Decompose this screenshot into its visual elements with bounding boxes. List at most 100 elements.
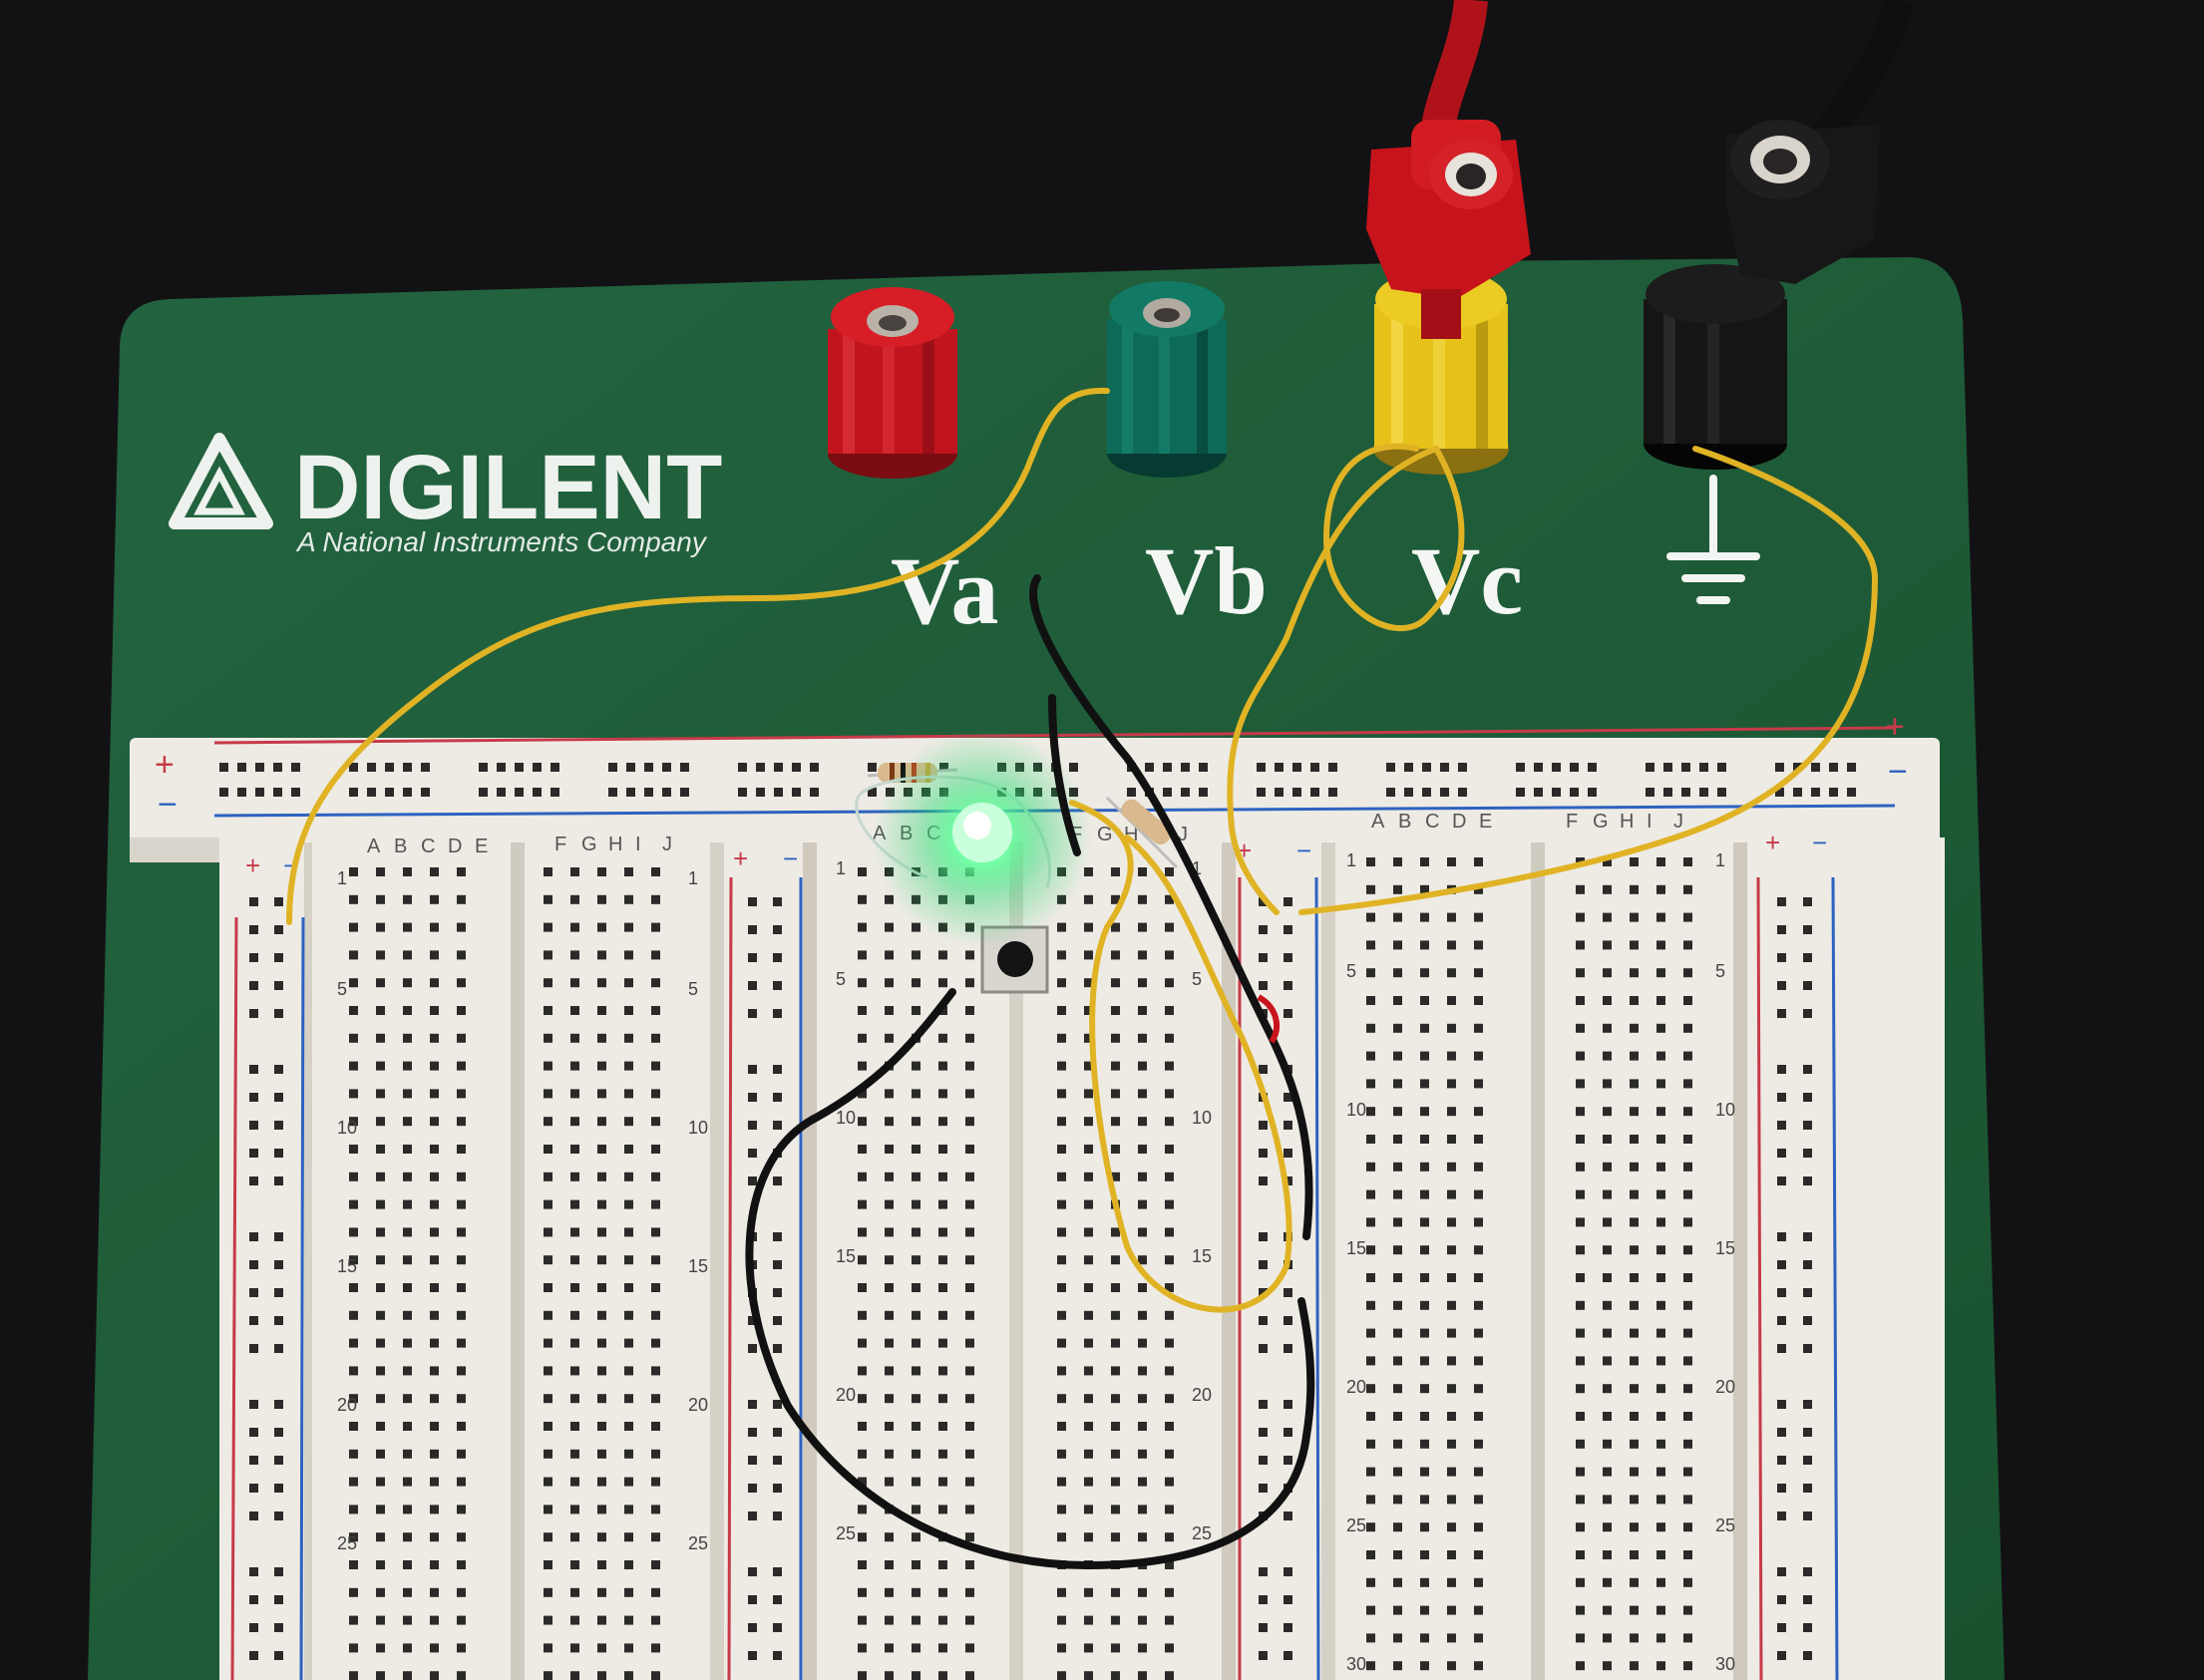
breadboard-hole xyxy=(1630,1467,1639,1477)
binding-post-green[interactable] xyxy=(1107,281,1227,478)
breadboard-hole xyxy=(570,1643,579,1653)
breadboard-hole xyxy=(965,1283,974,1292)
breadboard-hole xyxy=(1111,922,1120,932)
breadboard-hole xyxy=(1165,1145,1174,1154)
column-letter: G xyxy=(1097,824,1113,845)
rail-hole xyxy=(1259,1428,1268,1437)
breadboard-hole xyxy=(651,1587,660,1597)
breadboard-hole xyxy=(1576,1079,1585,1089)
breadboard-hole xyxy=(430,1449,439,1459)
breadboard-hole xyxy=(1576,1273,1585,1282)
breadboard-hole xyxy=(965,1061,974,1071)
breadboard-hole xyxy=(1576,912,1585,922)
rail-hole xyxy=(1181,763,1190,772)
breadboard-hole xyxy=(858,1477,867,1487)
rail-hole xyxy=(274,1260,283,1269)
breadboard-hole xyxy=(1393,1328,1402,1338)
breadboard-hole xyxy=(912,1172,920,1181)
digilent-logo-icon xyxy=(169,433,273,529)
breadboard-hole xyxy=(651,950,660,960)
breadboard-hole xyxy=(1111,1477,1120,1487)
rail-hole xyxy=(1458,788,1467,797)
breadboard-hole xyxy=(1111,1366,1120,1376)
breadboard-hole xyxy=(1138,1532,1147,1542)
breadboard-hole xyxy=(624,1615,633,1625)
breadboard-hole xyxy=(376,1089,385,1099)
breadboard-hole xyxy=(430,1477,439,1487)
column-letter: F xyxy=(1566,811,1578,833)
breadboard-hole xyxy=(457,1117,466,1127)
breadboard-hole xyxy=(1603,912,1612,922)
terminal-label-va: Va xyxy=(891,537,999,644)
breadboard-hole xyxy=(1165,1560,1174,1569)
breadboard-hole xyxy=(651,1006,660,1015)
breadboard-hole xyxy=(651,1061,660,1071)
breadboard-hole xyxy=(430,1310,439,1320)
column-letter: J xyxy=(662,834,672,855)
black-wire-va xyxy=(1029,574,1313,1240)
breadboard-hole xyxy=(544,894,552,904)
breadboard-hole xyxy=(570,1033,579,1043)
breadboard-hole xyxy=(1474,1107,1483,1117)
breadboard-hole xyxy=(1393,1439,1402,1449)
binding-post-red[interactable] xyxy=(828,287,957,479)
row-number: 1 xyxy=(1346,850,1356,870)
red-banana-plug xyxy=(1366,120,1531,339)
breadboard-hole xyxy=(1656,1217,1665,1227)
row-number: 20 xyxy=(337,1395,357,1415)
breadboard-hole xyxy=(597,1532,606,1542)
rail-hole xyxy=(748,1400,757,1409)
breadboard-hole xyxy=(1656,1495,1665,1505)
breadboard-hole xyxy=(1630,1135,1639,1144)
rail-hole xyxy=(1803,1316,1812,1325)
breadboard-hole xyxy=(651,1117,660,1127)
breadboard-hole xyxy=(1656,1328,1665,1338)
breadboard-hole xyxy=(1393,1107,1402,1117)
breadboard-hole xyxy=(1111,1643,1120,1653)
breadboard-hole xyxy=(457,1061,466,1071)
breadboard-hole xyxy=(938,1422,947,1431)
breadboard-hole xyxy=(1420,1245,1429,1255)
rail-hole xyxy=(773,925,782,934)
breadboard-hole xyxy=(938,1366,947,1376)
row-number: 5 xyxy=(836,969,846,989)
breadboard-hole xyxy=(938,1089,947,1099)
breadboard-hole xyxy=(1656,1384,1665,1394)
breadboard-hole xyxy=(1603,1023,1612,1033)
rail-hole xyxy=(1534,788,1543,797)
yellow-wire-loop xyxy=(1069,800,1292,1313)
breadboard-hole xyxy=(1138,1422,1147,1431)
breadboard-hole xyxy=(1656,1577,1665,1587)
breadboard-hole xyxy=(1576,1467,1585,1477)
rail-hole xyxy=(1663,788,1672,797)
breadboard-hole xyxy=(1683,1661,1692,1671)
rail-hole xyxy=(1803,1065,1812,1074)
breadboard-hole xyxy=(651,1255,660,1265)
breadboard-hole xyxy=(965,1671,974,1680)
breadboard-hole xyxy=(651,1671,660,1680)
breadboard-hole xyxy=(1603,1661,1612,1671)
rail-hole xyxy=(1803,1484,1812,1493)
breadboard-hole xyxy=(1393,857,1402,866)
breadboard-hole xyxy=(938,1117,947,1127)
breadboard-hole xyxy=(858,1145,867,1154)
breadboard-hole xyxy=(1656,1412,1665,1421)
breadboard-hole xyxy=(1603,996,1612,1005)
breadboard-hole xyxy=(1474,1051,1483,1061)
rail-hole xyxy=(237,763,246,772)
breadboard-hole xyxy=(938,1310,947,1320)
breadboard-hole xyxy=(885,1560,894,1569)
breadboard-hole xyxy=(1138,1227,1147,1237)
breadboard-hole xyxy=(965,1006,974,1015)
breadboard-hole xyxy=(1165,978,1174,988)
breadboard-hole xyxy=(1420,884,1429,894)
breadboard-hole xyxy=(858,1422,867,1431)
rail-hole xyxy=(1163,788,1172,797)
breadboard-hole xyxy=(1603,968,1612,978)
breadboard-hole xyxy=(858,1615,867,1625)
breadboard-hole xyxy=(1576,1356,1585,1366)
binding-post-black[interactable] xyxy=(1644,264,1787,470)
breadboard-hole xyxy=(858,1255,867,1265)
breadboard-hole xyxy=(1366,996,1375,1005)
breadboard-hole xyxy=(1084,1283,1093,1292)
